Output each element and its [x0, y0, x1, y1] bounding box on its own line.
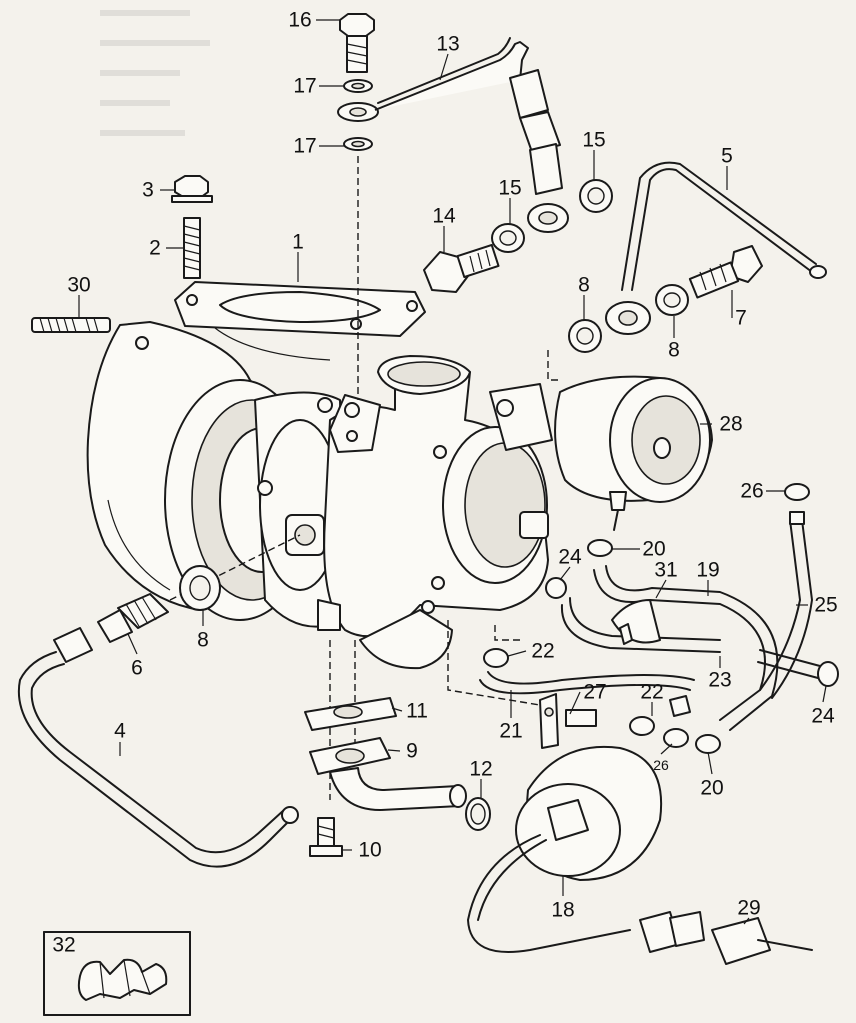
callout-31: 31	[654, 559, 677, 582]
callout-26: 26	[653, 757, 669, 773]
callout-19: 19	[696, 559, 719, 582]
turbo-housing	[86, 321, 549, 670]
callout-23: 23	[708, 669, 731, 692]
stud-30	[31, 317, 111, 333]
callout-17: 17	[293, 135, 316, 158]
callout-1: 1	[292, 231, 304, 254]
callout-28: 28	[719, 413, 742, 436]
callout-18: 18	[551, 899, 574, 922]
exhaust-flange	[174, 281, 426, 361]
callout-27: 27	[583, 681, 606, 704]
callout-15: 15	[582, 129, 605, 152]
boost-solenoid	[467, 693, 813, 965]
hose-clamps	[483, 483, 839, 754]
callout-22: 22	[531, 640, 554, 663]
callout-13: 13	[436, 33, 459, 56]
callout-8: 8	[578, 274, 590, 297]
wastegate-actuator	[489, 375, 713, 531]
oil-return-line	[568, 161, 827, 353]
clip-32-inset	[43, 931, 191, 1016]
callout-7: 7	[735, 307, 747, 330]
callout-29: 29	[737, 897, 760, 920]
callout-8: 8	[668, 339, 680, 362]
callout-20: 20	[642, 538, 665, 561]
callout-15: 15	[498, 177, 521, 200]
callout-9: 9	[406, 740, 418, 763]
callout-16: 16	[288, 9, 311, 32]
callout-21: 21	[499, 720, 522, 743]
banjo-bolt-14	[423, 243, 500, 293]
callout-4: 4	[114, 720, 126, 743]
callout-30: 30	[67, 274, 90, 297]
callout-26: 26	[740, 480, 763, 503]
sensor-and-line	[17, 565, 299, 868]
oil-feed-line	[337, 13, 613, 253]
callout-24: 24	[811, 705, 835, 728]
callout-32: 32	[52, 934, 75, 957]
callout-3: 3	[142, 179, 154, 202]
callout-24: 24	[558, 546, 582, 569]
callout-10: 10	[358, 839, 381, 862]
callout-12: 12	[469, 758, 492, 781]
callout-14: 14	[432, 205, 456, 228]
gaskets-and-elbow	[304, 697, 491, 857]
leader-lines	[78, 19, 827, 925]
callout-22: 22	[640, 681, 663, 704]
callout-5: 5	[721, 145, 733, 168]
callout-20: 20	[700, 777, 723, 800]
callout-25: 25	[814, 594, 837, 617]
callout-2: 2	[149, 237, 161, 260]
callout-11: 11	[406, 700, 428, 723]
background-bleed	[100, 10, 210, 136]
callout-6: 6	[131, 657, 143, 680]
callout-17: 17	[293, 75, 316, 98]
stud-and-nut	[171, 175, 213, 279]
callout-8: 8	[197, 629, 209, 652]
